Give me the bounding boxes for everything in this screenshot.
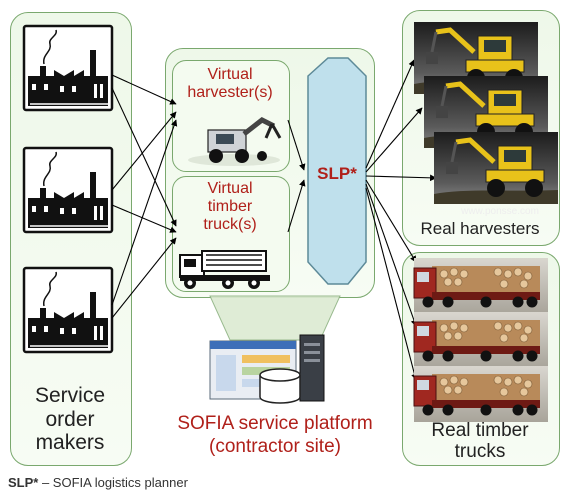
- footnote-abbr: SLP*: [8, 475, 39, 490]
- harvester-photo: [434, 132, 558, 204]
- real-trucks-label: Real timber trucks: [431, 420, 529, 463]
- truck-photo: [413, 365, 549, 423]
- footnote: SLP* – SOFIA logistics planner: [8, 475, 188, 491]
- truck-photo: [413, 257, 549, 315]
- virtual-harvester-label: Virtual harvester(s): [187, 66, 273, 101]
- footnote-text: – SOFIA logistics planner: [38, 475, 188, 490]
- virtual-harvester-icon: [188, 117, 282, 166]
- platform-label: SOFIA service platform (contractor site): [177, 413, 373, 458]
- service-order-makers-label: Service order makers: [34, 384, 106, 455]
- virtual-truck-icon: [179, 250, 270, 289]
- factory-icon: [22, 24, 114, 112]
- factory-icon: [22, 146, 114, 234]
- slp-to-real-arrows: [365, 59, 437, 381]
- watermark: www.ponsse.com: [461, 206, 539, 217]
- real-harvesters-label: Real harvesters: [420, 219, 540, 238]
- truck-photo: [413, 311, 549, 369]
- virtual-harvester-box: [172, 60, 290, 172]
- slp-node: [307, 57, 367, 285]
- virtual-to-slp-arrows: [287, 119, 306, 233]
- factory-icon: [22, 266, 114, 354]
- factory-to-virtual-arrows: [111, 74, 178, 319]
- slp-label: SLP*: [317, 164, 357, 183]
- server-icon: [209, 334, 325, 404]
- virtual-truck-label: Virtual timber truck(s): [203, 180, 257, 233]
- platform-connector: [209, 295, 341, 341]
